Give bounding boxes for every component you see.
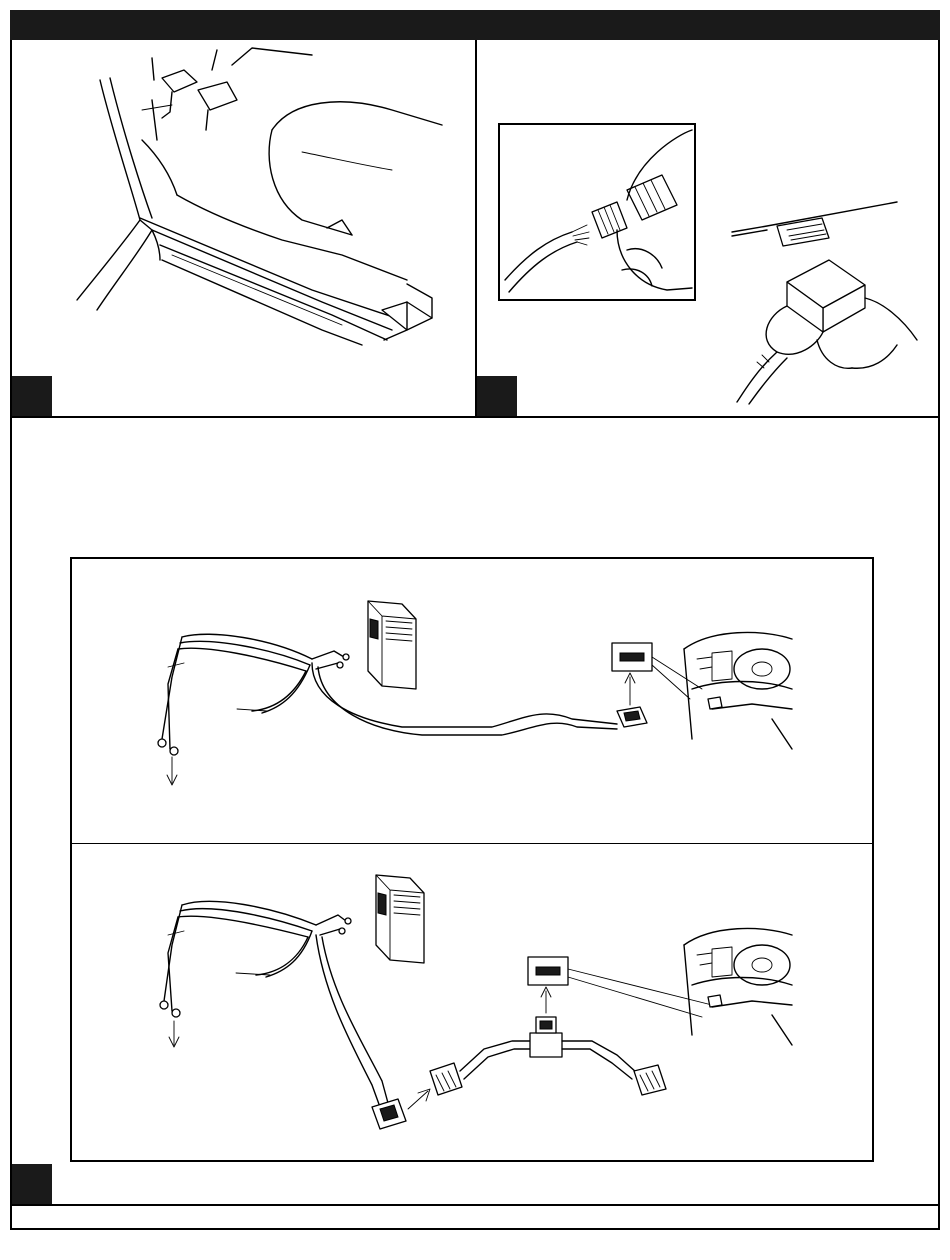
- arrow-right-icon: [408, 1091, 428, 1109]
- obd-connection-illustration: [477, 40, 940, 416]
- header-bar: [10, 10, 940, 40]
- adapter-connection-diagram: [72, 845, 872, 1161]
- step-1-panel: [12, 40, 475, 416]
- wiring-diagram-box: [70, 557, 874, 1162]
- wiring-diagram-divider: [72, 843, 872, 844]
- control-module-lower: [376, 875, 424, 963]
- footer-divider: [10, 1204, 940, 1206]
- direct-connection-diagram: [72, 559, 872, 843]
- panel-divider-horizontal: [10, 416, 940, 418]
- door-sill-illustration: [12, 40, 475, 416]
- step-marker-3: [12, 1164, 52, 1204]
- step-2-panel: [477, 40, 940, 416]
- control-module: [368, 601, 416, 689]
